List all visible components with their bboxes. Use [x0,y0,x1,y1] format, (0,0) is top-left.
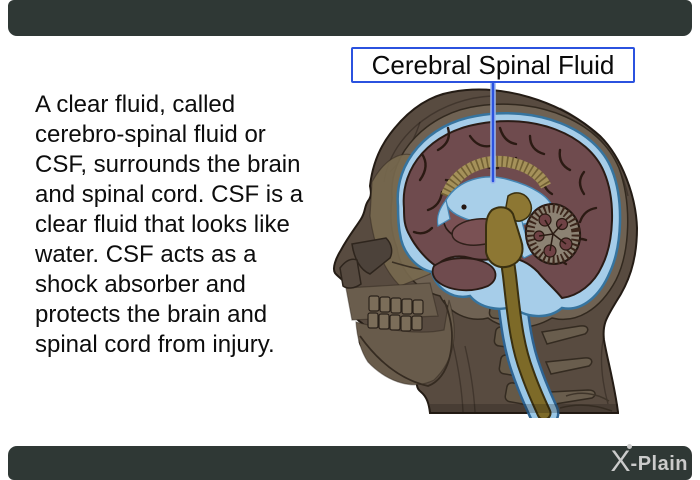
xplain-logo-text: -Plain [630,453,688,475]
csf-description-text: A clear fluid, called cerebro-spinal flu… [35,91,304,358]
bottom-letterbox-bar [8,446,692,480]
temporal-lobe [431,257,497,292]
head-csf-illustration [332,81,639,418]
csf-label-text: Cerebral Spinal Fluid [371,49,615,80]
eye-socket [351,237,393,275]
xplain-logo: X -Plain [610,442,688,478]
rib-clavicle-lines [559,392,613,412]
pineal-dot [461,204,467,210]
xplain-logo-x: X [610,445,631,478]
corpus-callosum [440,155,551,199]
top-letterbox-bar [8,0,692,36]
nasal-aperture [339,258,362,289]
brainstem-pons [485,206,524,269]
xplain-logo-head-icon [626,444,632,449]
teeth [367,295,424,332]
cerebellum [524,203,582,265]
csf-label-box: Cerebral Spinal Fluid [351,47,635,83]
mandible-outline [359,299,453,387]
third-ventricle-csf [436,198,451,227]
spinal-cord [496,230,552,418]
neck-cut-shadow [430,404,618,413]
